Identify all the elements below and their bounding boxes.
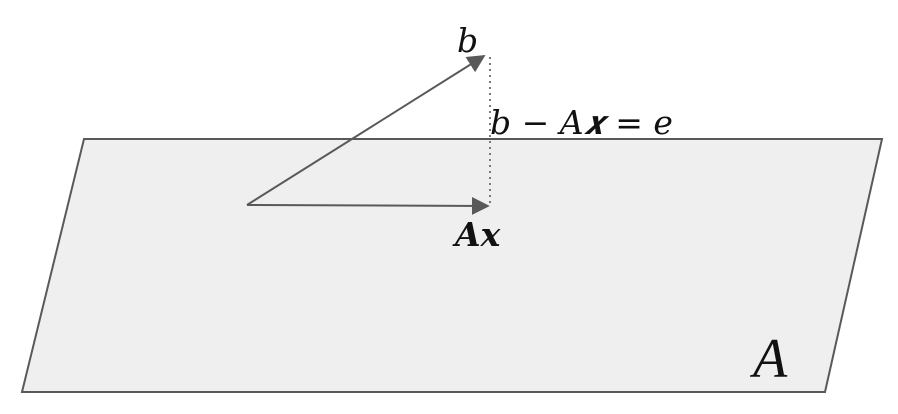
vector-b-arrow bbox=[246, 55, 486, 206]
vector-ax-arrow bbox=[246, 196, 490, 215]
label-error-equation: b − A𝒙 = e bbox=[490, 103, 673, 142]
plane-parallelogram bbox=[20, 138, 884, 393]
label-b: b bbox=[457, 21, 478, 60]
label-plane-a: A bbox=[749, 328, 788, 390]
label-ax: A𝒙 bbox=[452, 215, 501, 254]
